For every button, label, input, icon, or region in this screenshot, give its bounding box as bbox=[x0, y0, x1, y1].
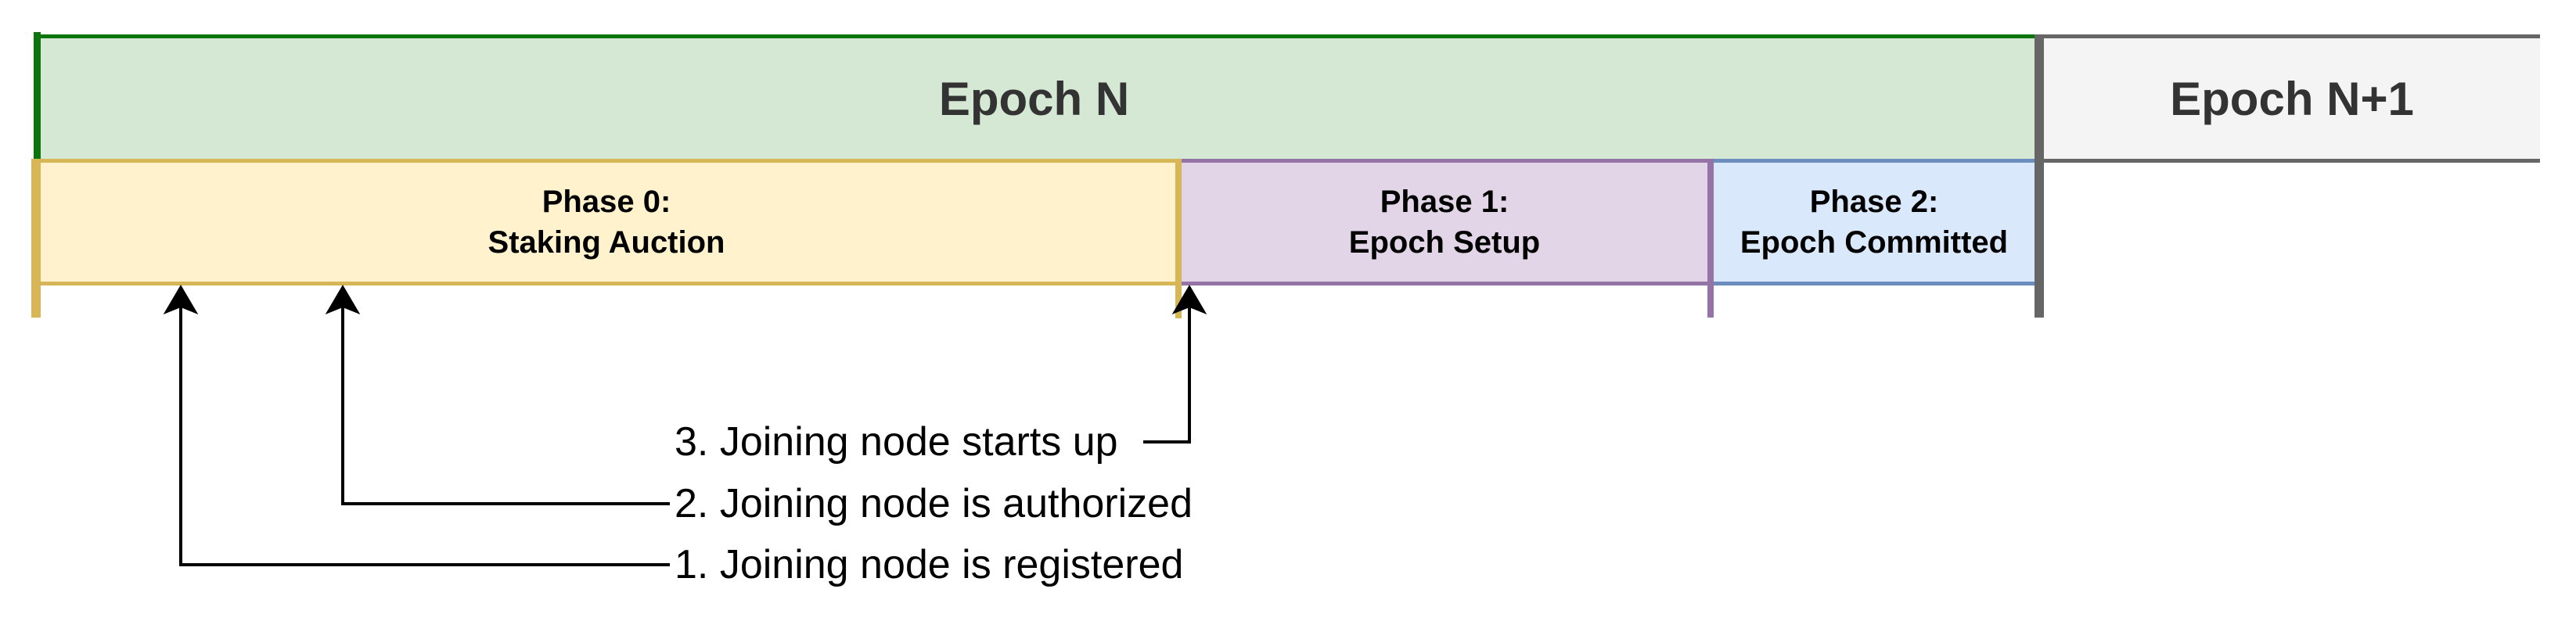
annotation-node-starts-up: 3. Joining node starts up bbox=[675, 419, 1118, 465]
phase-1-band: Phase 1: Epoch Setup bbox=[1182, 159, 1707, 285]
phase-2-title: Phase 2: bbox=[1809, 185, 1939, 219]
arrow-3-connector bbox=[1143, 289, 1191, 443]
arrow-1-connector bbox=[179, 289, 670, 566]
epoch-n-label: Epoch N bbox=[938, 72, 1130, 125]
annotation-node-registered: 1. Joining node is registered bbox=[675, 542, 1184, 587]
epoch-n-plus-1-bar: Epoch N+1 bbox=[2044, 34, 2540, 163]
phase-0-subtitle: Staking Auction bbox=[487, 225, 725, 260]
epoch-boundary-divider bbox=[2035, 34, 2044, 318]
arrow-1-head-icon bbox=[163, 285, 199, 315]
epoch-n-plus-1-label: Epoch N+1 bbox=[2170, 72, 2414, 125]
phase-0-title: Phase 0: bbox=[541, 185, 671, 219]
epoch-n-bar: Epoch N bbox=[34, 34, 2035, 159]
phase-2-band: Phase 2: Epoch Committed bbox=[1714, 159, 2035, 285]
phase-0-end-tick bbox=[1175, 159, 1182, 318]
annotation-node-authorized: 2. Joining node is authorized bbox=[675, 481, 1193, 526]
phase-0-start-tick bbox=[31, 159, 41, 318]
phase-2-subtitle: Epoch Committed bbox=[1740, 225, 2009, 260]
phase-1-title: Phase 1: bbox=[1380, 185, 1509, 219]
epoch-n-start-tick bbox=[34, 32, 41, 159]
arrow-2-connector bbox=[341, 289, 670, 505]
arrow-2-head-icon bbox=[325, 285, 361, 315]
phase-0-band: Phase 0: Staking Auction bbox=[31, 159, 1182, 285]
phase-1-end-tick bbox=[1707, 159, 1714, 318]
phase-1-subtitle: Epoch Setup bbox=[1348, 225, 1541, 260]
